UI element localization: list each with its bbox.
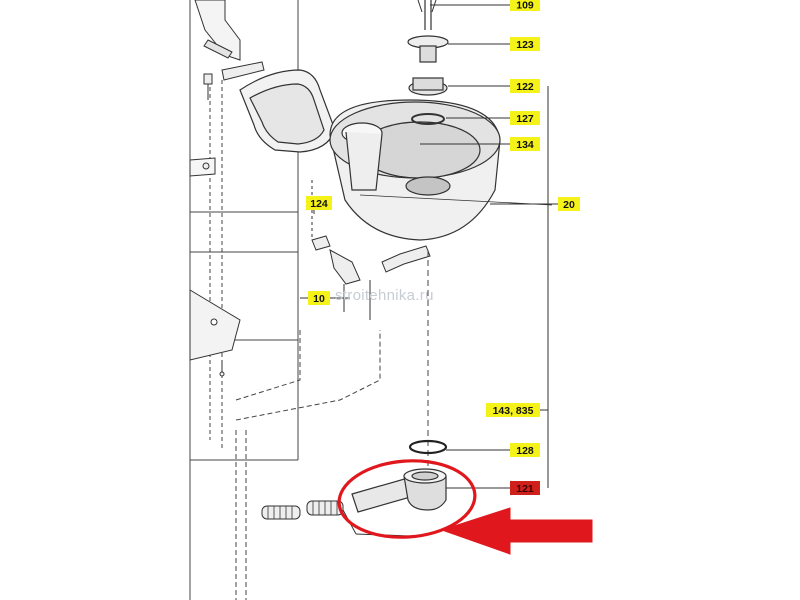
lid-part [239,69,336,153]
callout-127: 127 [510,111,540,125]
svg-text:134: 134 [516,139,534,151]
top-left-part [194,0,241,61]
callout-122: 122 [510,79,540,93]
svg-text:143, 835: 143, 835 [493,405,534,417]
svg-text:20: 20 [563,199,575,211]
bracket-part [189,61,265,177]
callout-109: 109 [510,0,540,12]
svg-text:124: 124 [310,198,328,210]
callout-10: 10 [308,291,330,305]
svg-text:123: 123 [516,39,534,51]
callout-124: 124 [306,196,332,210]
red-arrow [440,507,593,555]
svg-text:121: 121 [516,483,534,495]
red-circle [337,459,477,539]
leader-lines [300,4,558,489]
lower-left-part [189,289,241,377]
callout-20: 20 [558,197,580,211]
watermark-text: stroitehnika.ru [335,287,434,304]
bowl-part [329,99,553,241]
drain-part [351,468,447,513]
svg-text:128: 128 [516,445,534,457]
svg-text:10: 10 [313,293,325,305]
callout-121: 121 [510,481,540,495]
callout-143-835: 143, 835 [486,403,540,417]
svg-text:109: 109 [516,0,534,12]
callout-134: 134 [510,137,540,151]
svg-text:127: 127 [516,113,534,125]
ring-128 [408,439,448,455]
screw-part [203,73,213,100]
callout-128: 128 [510,443,540,457]
corrugated-hose [261,500,411,537]
callout-123: 123 [510,37,540,51]
svg-text:122: 122 [516,81,534,93]
